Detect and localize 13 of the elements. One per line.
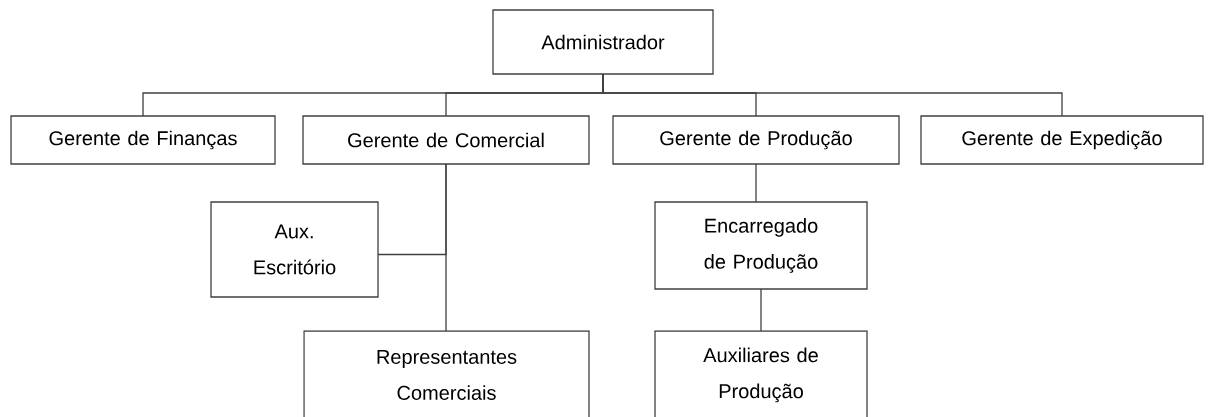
org-box: Gerente de Expedição (920, 115, 1204, 165)
org-box: Aux. Escritório (210, 201, 379, 298)
connector-line (445, 163, 447, 332)
connector-line (602, 73, 1063, 117)
org-box: Auxiliares de Produção (654, 330, 868, 417)
org-box: Administrador (492, 9, 714, 75)
org-box: Gerente de Finanças (10, 115, 276, 165)
connector-line (760, 288, 762, 332)
org-box: Encarregado de Produção (654, 201, 868, 290)
org-box: Gerente de Produção (612, 115, 900, 165)
org-box: Gerente de Comercial (302, 115, 590, 165)
connector-line (755, 163, 757, 203)
org-box: Representantes Comerciais (303, 330, 590, 417)
